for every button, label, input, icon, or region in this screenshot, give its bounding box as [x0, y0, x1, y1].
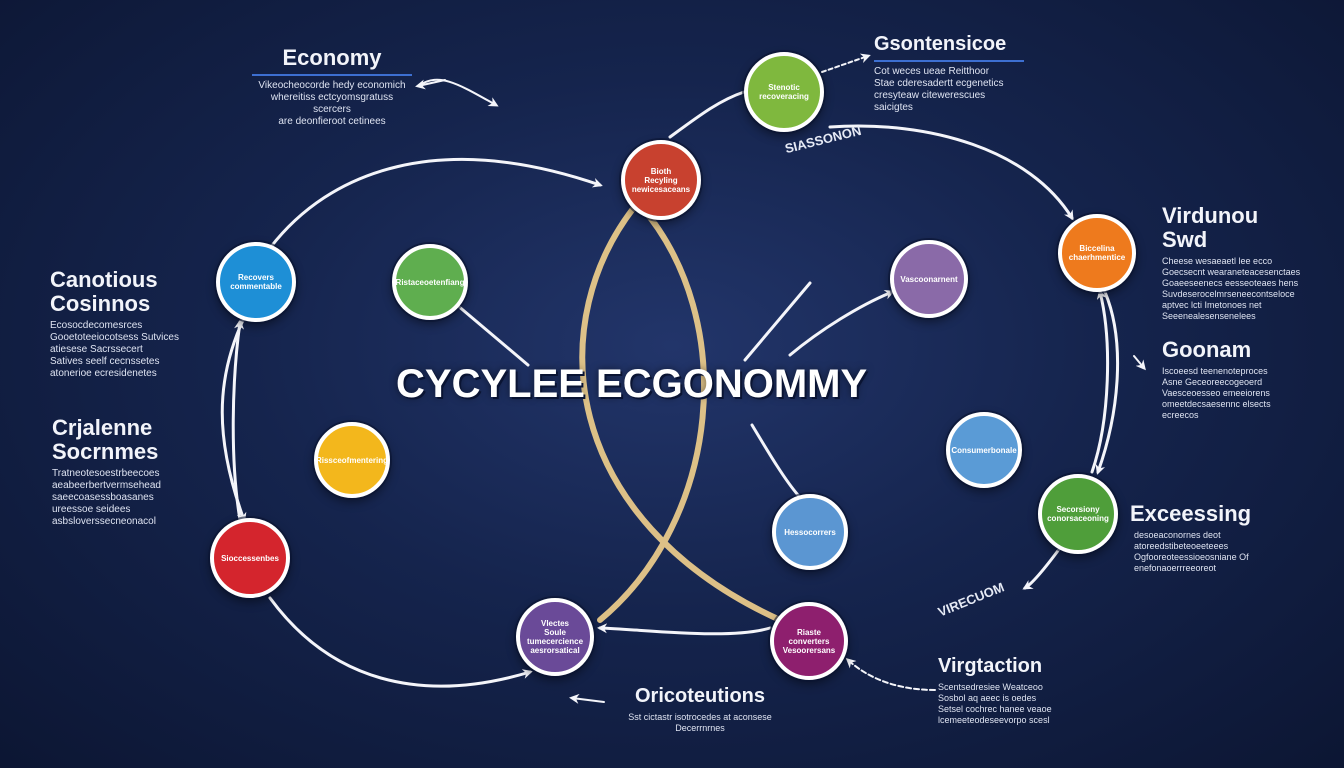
arrow-top-left [268, 158, 603, 250]
label-goonam-heading: Goonam [1162, 337, 1252, 362]
node-inner-purple: Vascoonarnent [890, 240, 968, 318]
label-gsontensicoe: Gsontensicoe Cot weces ueae Reitthoor St… [874, 32, 1024, 114]
label-virdunou-body: Cheese wesaeaetl lee ecco Goecsecnt wear… [1162, 256, 1301, 321]
arrow-gson-small [821, 53, 871, 73]
node-bottom-magenta: Riaste converters Vesoorersans [770, 602, 848, 680]
label-virgtaction: Virgtaction Scentsedresiee Weatceoo Sosb… [938, 654, 1098, 726]
label-oricoteutions: Oricoteutions Sst cictastr isotrocedes a… [600, 684, 800, 734]
label-crjalenne-body: Tratneotesoestrbeecoes aeabeerbertvermse… [52, 468, 161, 527]
node-top-red: Bioth Recyling newicesaceans [621, 140, 701, 220]
node-right-orange: Biccelina chaerhmentice [1058, 214, 1136, 292]
node-inner-lightblue-2: Hessocorrers [772, 494, 848, 570]
node-top-green: Stenotic recoveracing [744, 52, 824, 132]
arrow-right-down [1095, 290, 1120, 475]
label-virgtaction-body: Scentsedresiee Weatceoo Sosbol aq aeec i… [938, 682, 1052, 725]
arrow-inner-purple [788, 290, 895, 357]
arrow-inner-lower [750, 423, 800, 497]
label-economy-body: Vikeocheocorde hedy economich whereitiss… [258, 80, 406, 127]
label-oricoteutions-heading: Oricoteutions [634, 685, 765, 707]
node-left-red: Sioccessenbes [210, 518, 290, 598]
label-exceessing-body: desoeaconornes deot atoreedstibeteoeetee… [1134, 530, 1249, 573]
arrow-goonam-small [1133, 355, 1146, 371]
label-canotious: Canotious Cosinnos Ecosocdecomesrces Goo… [50, 268, 200, 380]
arrow-left-down [220, 316, 247, 523]
label-crjalenne: Crjalenne Socrnmes Tratneotesoestrbeecoe… [52, 416, 202, 528]
node-inner-lightblue: Consumerbonale [946, 412, 1022, 488]
node-right-green: Secorsiony conorsaceoning [1038, 474, 1118, 554]
label-virdunou: Virdunou Swd Cheese wesaeaetl lee ecco G… [1162, 204, 1338, 322]
arrow-inner-diag [743, 281, 812, 362]
arrow-bottom-left [268, 596, 533, 688]
diagram-title: CYCYLEE ECGONOMMY [396, 362, 868, 406]
arrow-economy-small-back [415, 79, 446, 90]
label-economy: Economy Vikeocheocorde hedy economich wh… [252, 46, 412, 128]
label-virgtaction-heading: Virgtaction [938, 655, 1043, 677]
node-inner-yellow: Rissceofmentering [314, 422, 390, 498]
arrow-inner-green [455, 303, 530, 367]
label-virdunou-heading: Virdunou Swd [1162, 203, 1259, 252]
label-goonam-body: Iscoeesd teenenoteproces Asne Geceoreeco… [1162, 366, 1271, 420]
label-canotious-body: Ecosocdecomesrces Gooetoteeiocotsess Sut… [50, 320, 179, 379]
label-economy-heading: Economy [252, 46, 412, 76]
label-canotious-heading: Canotious Cosinnos [50, 267, 158, 316]
label-gsontensicoe-body: Cot weces ueae Reitthoor Stae cderesader… [874, 66, 1004, 113]
label-goonam: Goonam Iscoeesd teenenoteproces Asne Gec… [1162, 338, 1332, 421]
arrow-red-green [668, 90, 746, 139]
arrow-economy-small [419, 78, 499, 107]
inner-arc-right [597, 201, 708, 623]
arrow-left-up [231, 319, 244, 522]
label-exceessing-heading: Exceessing [1130, 501, 1252, 526]
label-crjalenne-heading: Crjalenne Socrnmes [52, 415, 159, 464]
arrow-green-orange [828, 124, 1074, 221]
arrow-right-up [1090, 289, 1110, 474]
arrow-bottom-pair [597, 623, 772, 636]
arrow-oric-small [569, 693, 605, 704]
label-exceessing: Exceessing desoeaconornes deot atoreedst… [1130, 502, 1330, 574]
node-left-blue: Recovers commentable [216, 242, 296, 322]
node-inner-green: Ristaceoetenfiang [392, 244, 468, 320]
arrow-bottom-right [1022, 546, 1062, 590]
arrow-virg-small [845, 657, 936, 691]
node-bottom-purple: Vlectes Soule tumecercience aesrorsatica… [516, 598, 594, 676]
label-oricoteutions-body: Sst cictastr isotrocedes at aconsese Dec… [628, 712, 772, 733]
inner-arc-left [579, 197, 783, 623]
label-gsontensicoe-heading: Gsontensicoe [874, 32, 1024, 62]
